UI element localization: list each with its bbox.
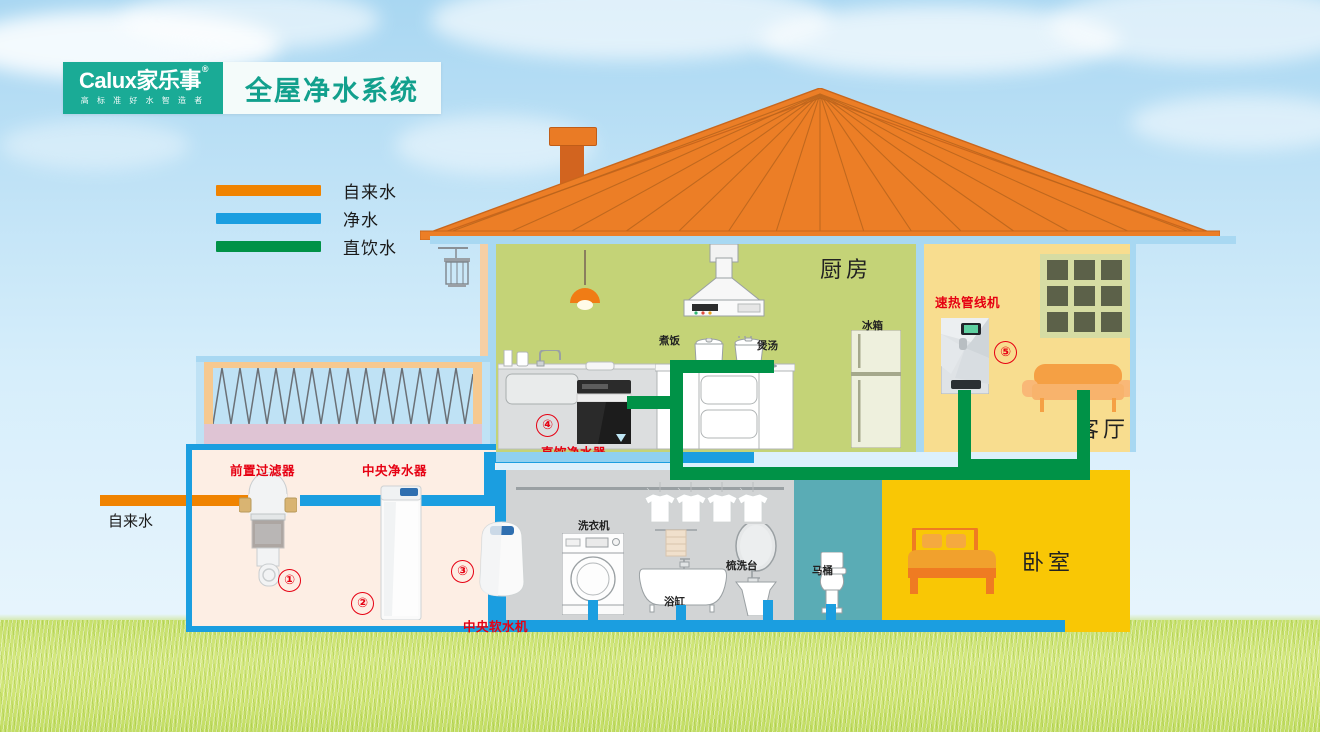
pipe-drink-riser-living [1077, 390, 1090, 480]
balcony-floor [204, 424, 482, 444]
inlet-label-tap-water: 自来水 [108, 512, 154, 530]
brand-logo-label: Calux家乐事 [78, 68, 201, 93]
towel-rack-icon [655, 529, 697, 557]
device-label-central-softener: 中央软水机 [463, 619, 529, 634]
room-equipment [186, 444, 496, 632]
equipment-room-bottom-border [186, 626, 496, 632]
fixture-label-toilet: 马桶 [812, 565, 833, 577]
device-label-central-purifier: 中央净水器 [362, 463, 428, 478]
legend-swatch-tap-water [216, 184, 321, 196]
chimney-cap [549, 127, 597, 146]
pipe-drop-washbasin [763, 600, 773, 626]
brand-tagline: 高 标 准 好 水 智 造 者 [80, 96, 206, 105]
device-instant-hot-dispenser[interactable] [941, 318, 989, 394]
badge-5: ⑤ [994, 341, 1017, 364]
fixture-label-soup: 煲汤 [757, 340, 778, 352]
lamp-cord [584, 250, 586, 285]
wall-exterior-upper-right [1130, 244, 1136, 452]
pipe-drop-softener [488, 582, 498, 626]
badge-3: ③ [451, 560, 474, 583]
device-label-pre-filter: 前置过滤器 [230, 463, 296, 478]
balcony-rail-post-left [204, 362, 213, 424]
device-central-purifier[interactable] [378, 478, 424, 620]
room-label-kitchen: 厨房 [820, 258, 873, 283]
washbasin-icon [735, 524, 777, 616]
range-hood-icon [683, 244, 765, 317]
pipe-drop-washer [588, 600, 598, 626]
soup-pot-icon [734, 336, 764, 363]
pipe-drop-bathtub [676, 605, 686, 626]
brand-registered-mark: ® [201, 63, 209, 74]
pipe-drink-to-dispenser [958, 390, 971, 472]
fixture-label-cook-rice: 煮饭 [659, 335, 680, 347]
pipe-purified-main-2 [426, 495, 490, 506]
grass-ground [0, 620, 1320, 732]
equipment-room-top-border [186, 444, 496, 450]
pipe-drink-riser-kitchen [670, 360, 683, 480]
brand-bar: Calux家乐事® 高 标 准 好 水 智 造 者 全屋净水系统 [63, 62, 441, 114]
brand-title-block: 全屋净水系统 [223, 62, 441, 114]
legend-label-tap-water: 自来水 [343, 182, 397, 203]
cloud-shape [1130, 95, 1320, 150]
balcony-top-edge [196, 356, 490, 362]
device-central-softener[interactable] [474, 520, 530, 598]
hanging-shirts-icon [645, 482, 769, 523]
pipe-purified-riser [484, 452, 495, 506]
pipe-tap-water-inlet [100, 495, 248, 506]
upper-floor-slab [430, 236, 1236, 244]
pipe-drink-to-stove [670, 360, 774, 373]
pipe-purified-kitchen-feed [496, 452, 676, 462]
legend-label-drinking-water: 直饮水 [343, 238, 397, 259]
wall-art-grid [1040, 254, 1130, 338]
pendant-lamp-icon [570, 288, 600, 310]
clothes-rail [516, 487, 784, 490]
page-title: 全屋净水系统 [245, 75, 419, 106]
legend-swatch-purified-water [216, 212, 321, 224]
badge-4: ④ [536, 414, 559, 437]
cloud-shape [0, 120, 190, 170]
badge-2: ② [351, 592, 374, 615]
roof [420, 88, 1220, 240]
fixture-label-washer: 洗衣机 [578, 520, 610, 532]
balcony-rail-post-right [473, 362, 482, 424]
device-drinking-purifier[interactable] [576, 378, 632, 446]
wall-kitchen-living [916, 244, 924, 452]
legend-item-drinking-water: 直饮水 [216, 232, 397, 260]
pipe-drop-toilet [826, 604, 836, 626]
pipe-drink-living-branch [958, 459, 1090, 472]
legend-label-purified-water: 净水 [343, 210, 379, 231]
balcony-railing [213, 368, 473, 424]
pipe-purified-bottom-main [495, 620, 1065, 632]
brand-logo-block: Calux家乐事® 高 标 准 好 水 智 造 者 [63, 62, 223, 114]
refrigerator-icon [851, 330, 901, 448]
fixture-label-washbasin: 梳洗台 [726, 560, 758, 572]
room-label-bedroom: 卧室 [1022, 551, 1075, 576]
sofa-icon [1022, 364, 1132, 412]
rice-cooker-icon [694, 338, 724, 363]
wall-exterior-upper-left [480, 244, 488, 452]
bed-icon [908, 528, 996, 594]
equipment-room-left-border [186, 444, 192, 632]
wall-kitchen-left [488, 244, 496, 452]
legend-item-purified-water: 净水 [216, 204, 397, 232]
brand-logo-text: Calux家乐事® [78, 64, 209, 93]
legend-item-tap-water: 自来水 [216, 176, 397, 204]
device-pre-filter[interactable] [239, 472, 297, 590]
toilet-icon [817, 552, 847, 614]
legend: 自来水 净水 直饮水 [216, 176, 397, 260]
badge-1: ① [278, 569, 301, 592]
legend-swatch-drinking-water [216, 240, 321, 252]
hanging-lantern-icon [438, 247, 470, 287]
cloud-shape [120, 0, 380, 50]
device-label-instant-hot-dispenser: 速热管线机 [935, 295, 1001, 310]
bathtub-icon [638, 558, 727, 613]
pipe-drink-from-purifier [627, 396, 683, 409]
balcony-rail-top [204, 362, 482, 368]
fixture-label-fridge: 冰箱 [862, 320, 883, 332]
